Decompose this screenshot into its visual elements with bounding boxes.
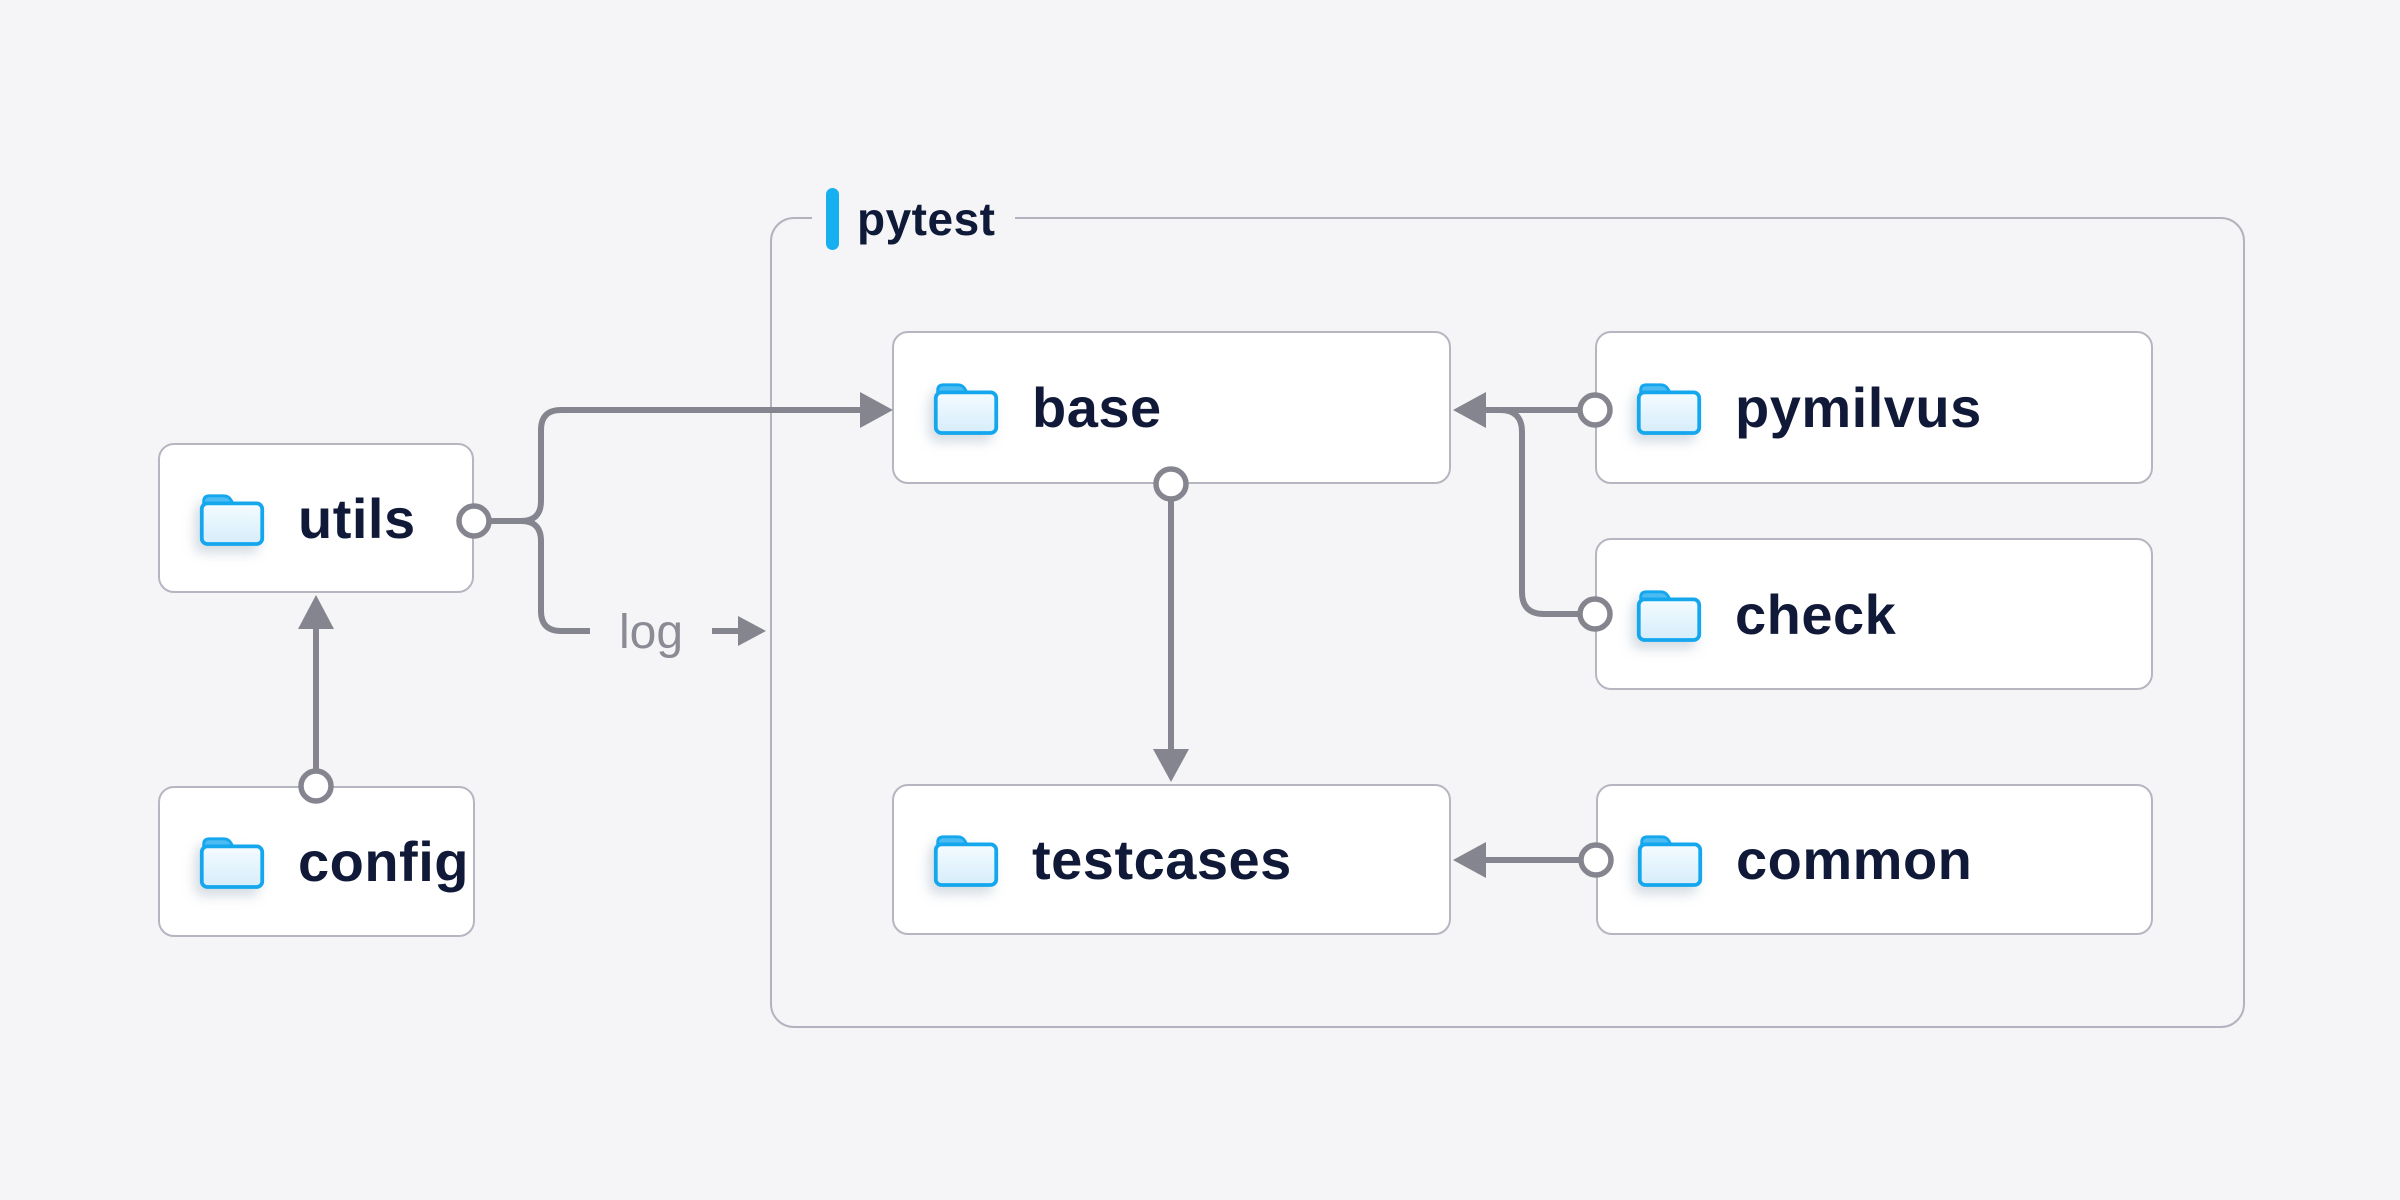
pytest-group-label: pytest: [812, 186, 1016, 252]
node-utils: utils: [158, 443, 474, 593]
node-check: check: [1595, 538, 2153, 690]
node-base: base: [892, 331, 1451, 484]
arrowhead: [738, 616, 766, 646]
folder-icon: [1635, 379, 1703, 436]
node-label: base: [1032, 376, 1162, 439]
folder-icon: [1636, 831, 1704, 888]
folder-icon: [198, 833, 266, 890]
node-common: common: [1596, 784, 2153, 935]
node-testcases: testcases: [892, 784, 1451, 935]
folder-icon: [198, 490, 266, 547]
node-label: config: [298, 830, 469, 893]
node-label: common: [1736, 828, 1973, 891]
group-title: pytest: [857, 193, 996, 245]
node-config: config: [158, 786, 475, 937]
pytest-group: pytest: [770, 186, 2245, 1028]
node-label: pymilvus: [1735, 376, 1982, 439]
accent-bar: [826, 188, 839, 250]
node-label: check: [1735, 582, 1897, 646]
edge-config-to-utils: [298, 595, 334, 771]
folder-icon: [932, 379, 1000, 436]
node-pymilvus: pymilvus: [1595, 331, 2153, 484]
node-label: utils: [298, 486, 416, 550]
edge-label-log: log: [618, 605, 684, 659]
folder-icon: [932, 831, 1000, 888]
arrowhead: [298, 595, 334, 629]
node-label: testcases: [1032, 828, 1292, 891]
folder-icon: [1635, 586, 1703, 643]
